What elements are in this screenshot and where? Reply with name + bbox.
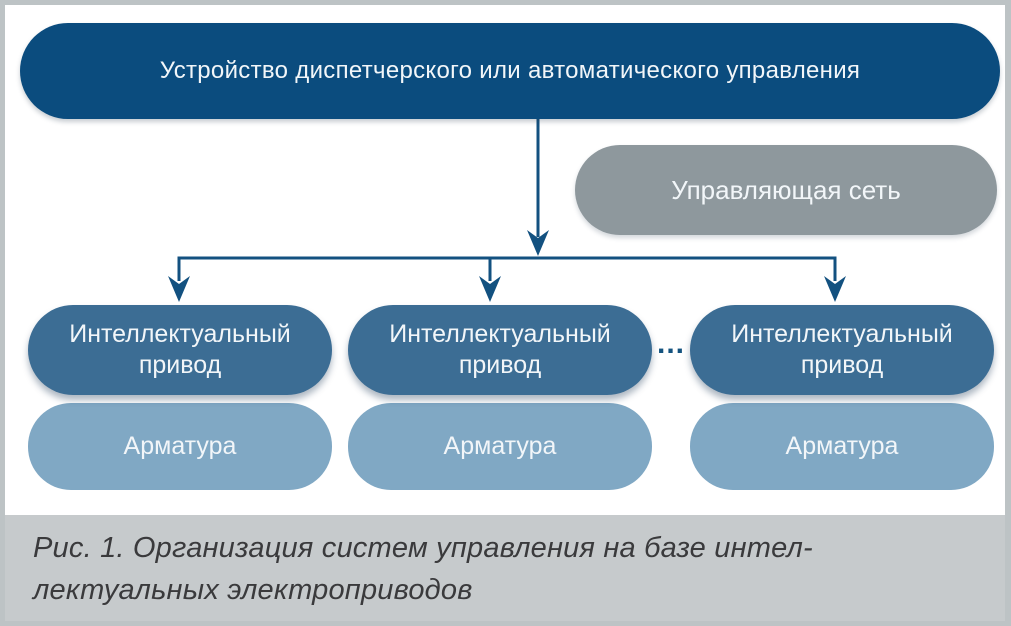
node-control-device-label: Устройство диспетчерского или автоматиче… [159,57,861,84]
figure-caption-band: Рис. 1. Организация систем управления на… [5,515,1005,621]
node-control-network: Управляющая сеть [575,145,997,235]
figure-caption-line-2: лектуальных электроприводов [33,574,473,606]
figure-caption: Рис. 1. Организация систем управления на… [33,527,813,611]
node-control-network-label: Управляющая сеть [671,174,901,205]
node-valve-3: Арматура [690,403,994,490]
figure-caption-line-1: Рис. 1. Организация систем управления на… [33,532,813,564]
node-valve-2-label: Арматура [443,432,557,460]
ellipsis-more-drives: ... [656,327,685,360]
node-intelligent-drive-1: Интеллектуальный привод [28,305,332,395]
node-intelligent-drive-2: Интеллектуальный привод [348,305,652,395]
node-intelligent-drive-2-label: Интеллектуальный привод [389,320,611,379]
node-intelligent-drive-3-label: Интеллектуальный привод [731,320,953,379]
node-control-device: Устройство диспетчерского или автоматиче… [20,23,1000,119]
node-valve-2: Арматура [348,403,652,490]
node-valve-3-label: Арматура [785,432,899,460]
node-intelligent-drive-1-label: Интеллектуальный привод [69,320,291,379]
node-intelligent-drive-3: Интеллектуальный привод [690,305,994,395]
node-valve-1-label: Арматура [123,432,237,460]
node-valve-1: Арматура [28,403,332,490]
